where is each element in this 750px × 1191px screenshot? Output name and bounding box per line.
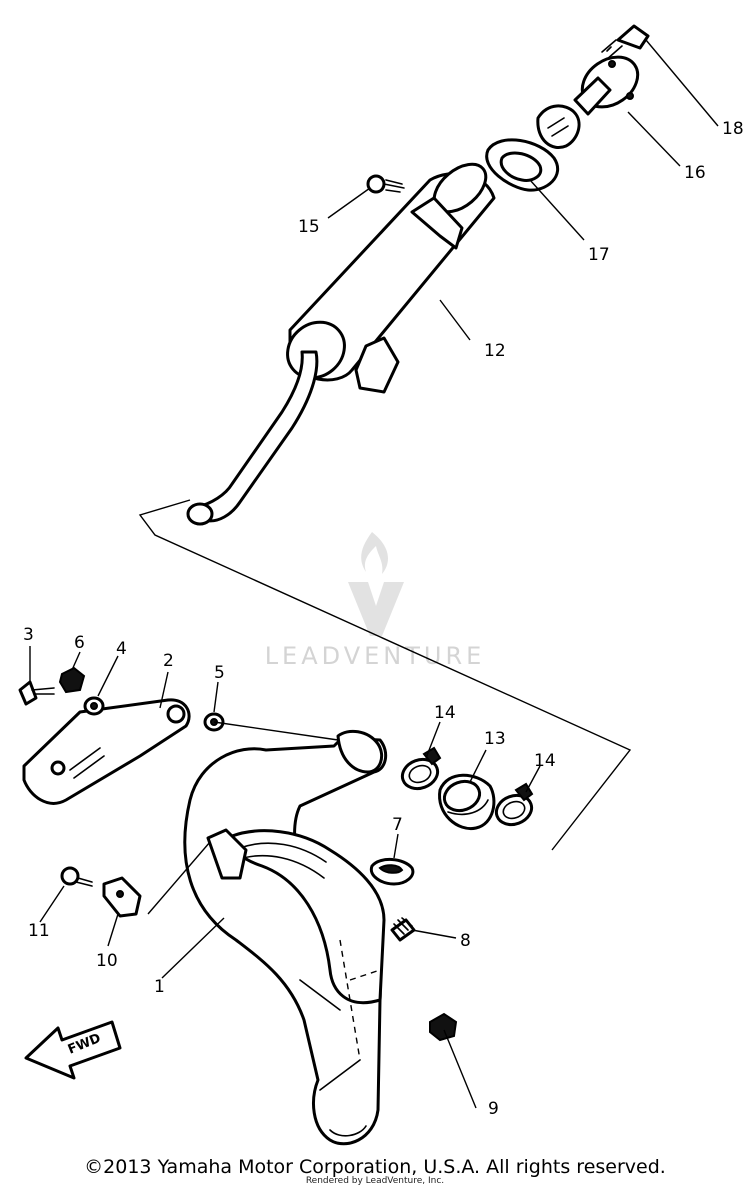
callout-5: 5 (214, 663, 225, 683)
callout-7: 7 (392, 815, 403, 835)
fwd-arrow: FWD (24, 1020, 122, 1080)
callout-4: 4 (116, 639, 127, 659)
part-15-bolt[interactable] (366, 174, 405, 194)
callout-16: 16 (684, 163, 706, 183)
part-6-nut[interactable] (58, 666, 86, 694)
callout-9: 9 (488, 1099, 499, 1119)
v-logo-icon (348, 582, 404, 636)
part-11-bolt[interactable] (60, 866, 93, 887)
callout-11: 11 (28, 921, 50, 941)
callout-18: 18 (722, 119, 744, 139)
part-14-clamp-a[interactable] (398, 746, 442, 793)
part-3-bolt[interactable] (18, 680, 55, 706)
part-10-clip[interactable] (102, 876, 142, 918)
callout-numbers: 18 16 17 12 15 3 6 4 2 5 14 13 14 7 8 9 … (23, 119, 744, 1119)
callout-3: 3 (23, 625, 34, 645)
part-17-gasket[interactable] (485, 138, 560, 192)
part-16-end-cap[interactable] (536, 47, 647, 149)
copyright-notice: ©2013 Yamaha Motor Corporation, U.S.A. A… (84, 1156, 666, 1178)
flame-icon (361, 532, 388, 574)
callout-13: 13 (484, 729, 506, 749)
part-13-joint-sleeve[interactable] (438, 773, 496, 831)
part-18-screw[interactable] (601, 24, 650, 61)
part-14-clamp-b[interactable] (492, 782, 535, 829)
callout-14b: 14 (534, 751, 556, 771)
part-2-bracket[interactable] (22, 698, 191, 805)
watermark-text: LEADVENTURE (265, 642, 486, 670)
part-1-expansion-chamber[interactable] (183, 729, 388, 1146)
callout-12: 12 (484, 341, 506, 361)
part-8-spring[interactable] (390, 917, 416, 942)
rendered-by-notice: Rendered by LeadVenture, Inc. (305, 1176, 445, 1186)
leader-lines (29, 39, 719, 1109)
part-4-washer[interactable] (83, 696, 105, 716)
callout-2: 2 (163, 651, 174, 671)
part-7-gasket[interactable] (369, 858, 415, 886)
part-9-nut[interactable] (429, 1012, 458, 1042)
callout-17: 17 (588, 245, 610, 265)
leadventure-watermark: LEADVENTURE (265, 532, 486, 670)
part-12-silencer[interactable] (186, 155, 496, 526)
callout-8: 8 (460, 931, 471, 951)
callout-14a: 14 (434, 703, 456, 723)
callout-1: 1 (154, 977, 165, 997)
callout-6: 6 (74, 633, 85, 653)
callout-15: 15 (298, 217, 320, 237)
callout-10: 10 (96, 951, 118, 971)
assembly-reference-line (138, 499, 632, 851)
